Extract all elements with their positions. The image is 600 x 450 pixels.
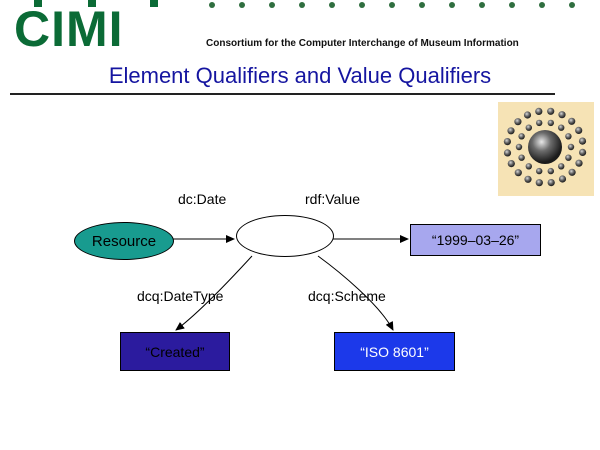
edge-dcq-scheme [317,255,394,331]
molecule-sphere-icon [498,102,594,196]
title-divider [10,93,555,95]
edge-label-dcq-datetype: dcq:DateType [137,288,224,304]
header-dot-row [34,0,575,8]
cimi-logo: CIMI [14,1,124,57]
created-literal-box: “Created” [120,332,230,371]
blank-node [236,215,334,257]
resource-node: Resource [74,222,174,260]
slide-title: Element Qualifiers and Value Qualifiers [108,63,492,88]
edge-dcq-datetype [175,255,253,331]
scheme-literal-box: “ISO 8601” [334,332,455,371]
edge-label-dc-date: dc:Date [178,191,227,207]
consortium-subtitle: Consortium for the Computer Interchange … [206,38,519,49]
value-literal-box: “1999–03–26” [410,224,541,256]
edge-label-rdf-value: rdf:Value [305,191,360,207]
edge-label-dcq-scheme: dcq:Scheme [308,288,386,304]
